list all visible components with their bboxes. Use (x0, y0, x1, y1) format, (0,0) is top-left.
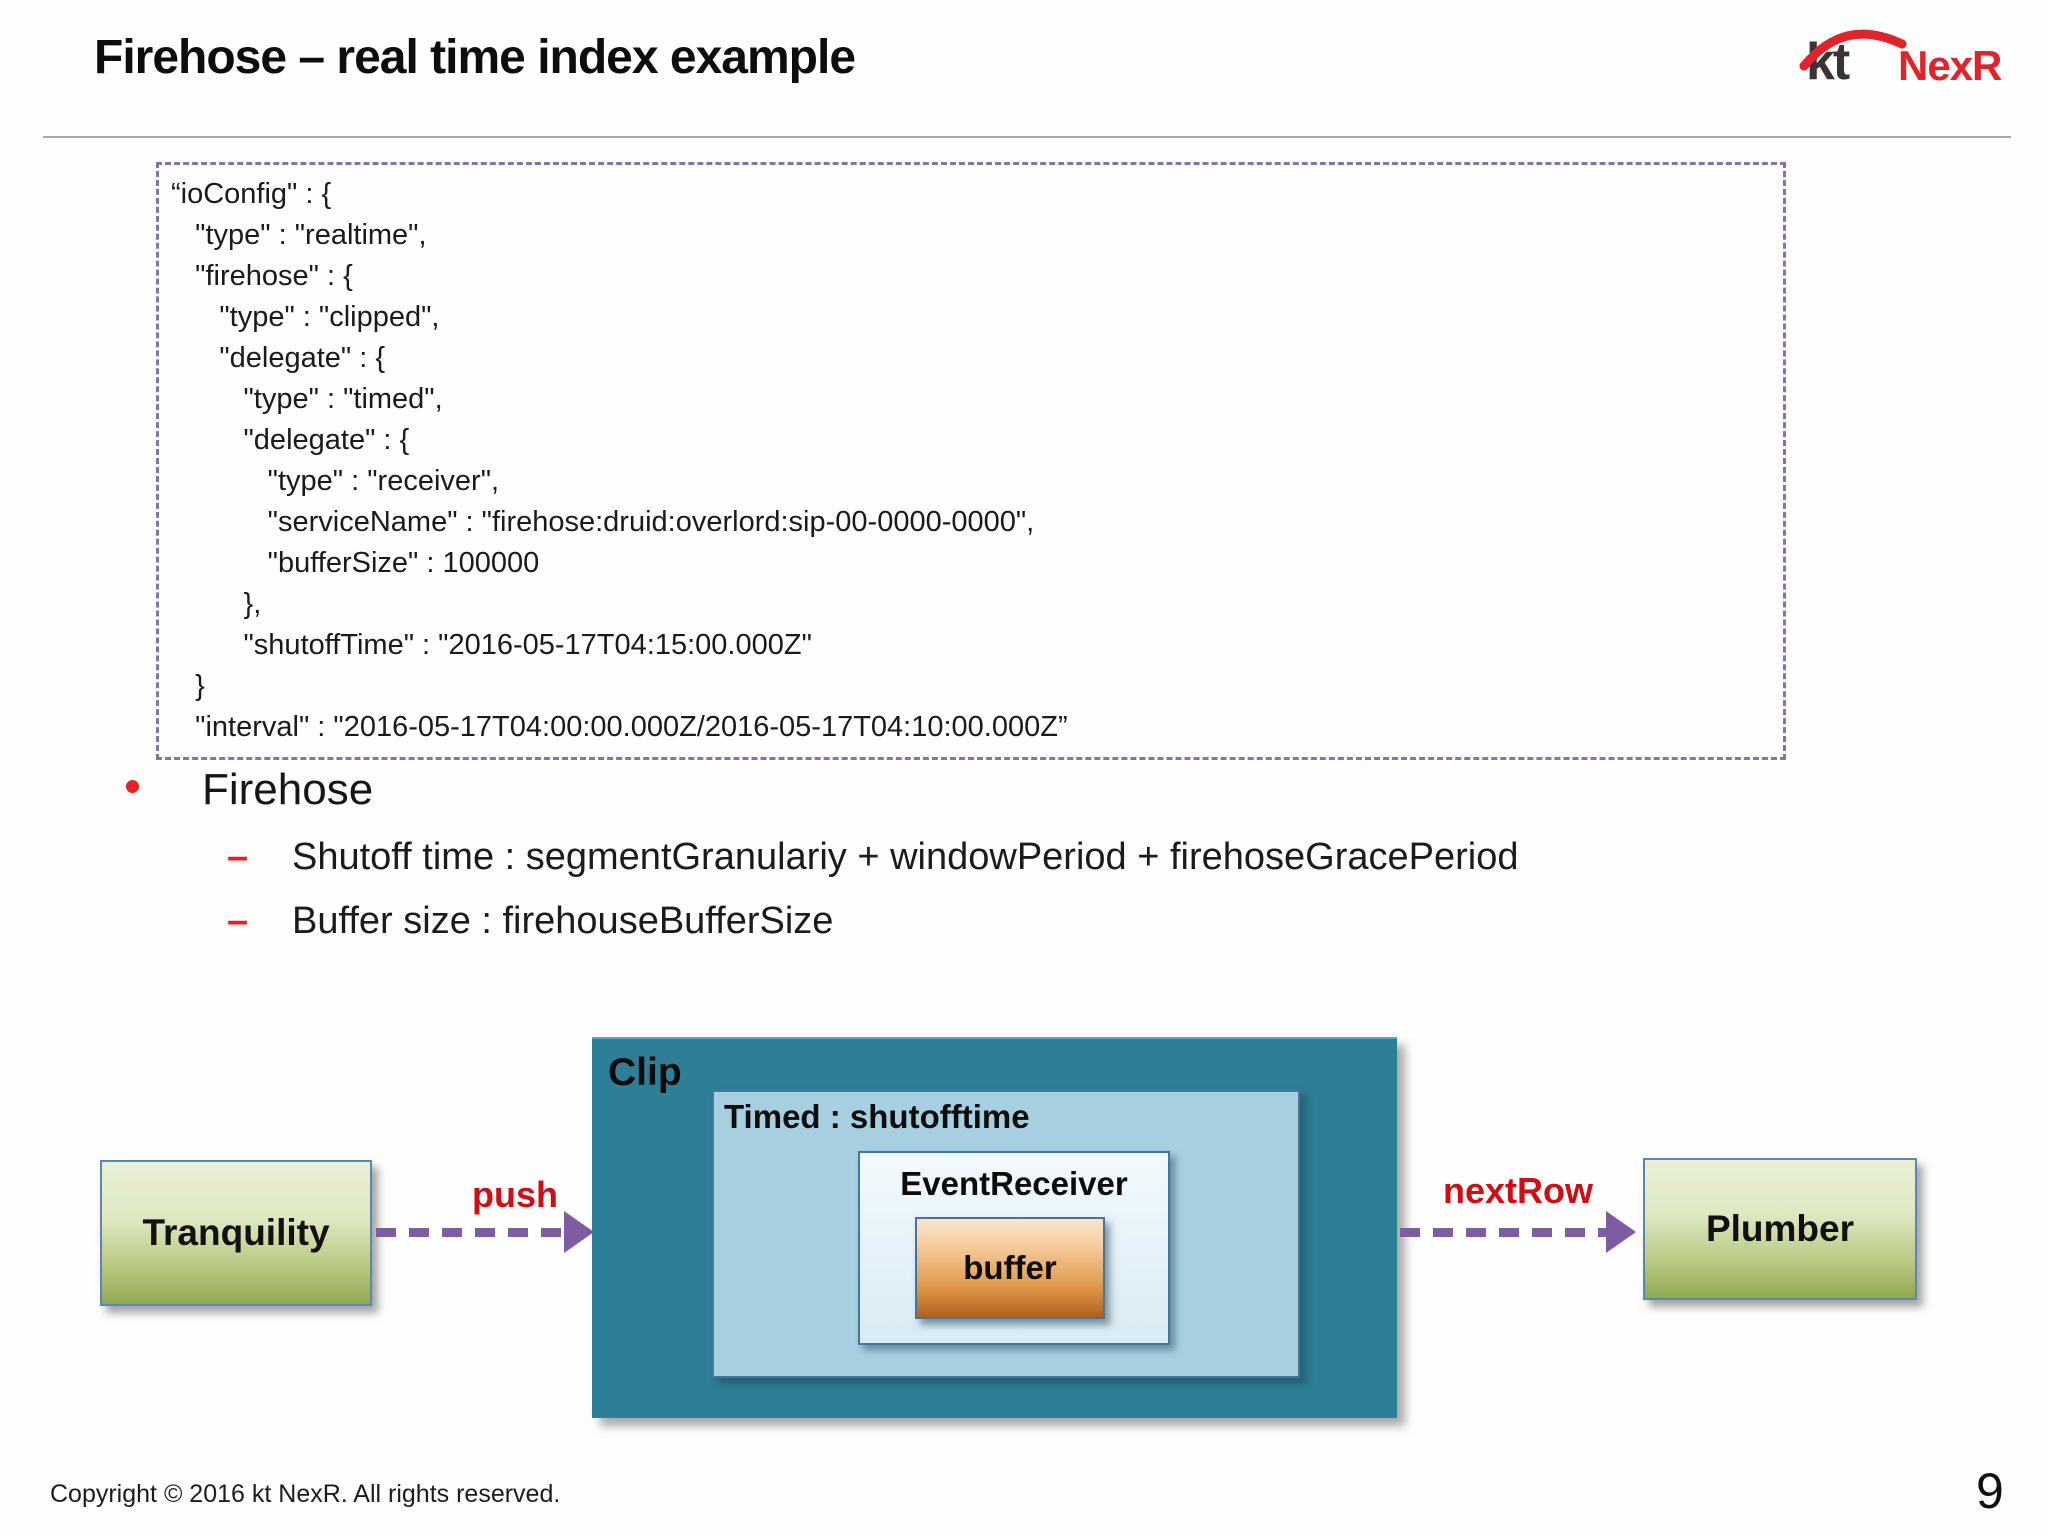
logo-swoosh-icon (1799, 29, 1907, 71)
code-line: “ioConfig" : { (171, 178, 332, 210)
nextrow-arrow-label: nextRow (1442, 1170, 1593, 1211)
code-line: "delegate" : { (171, 424, 410, 456)
tranquility-node: Tranquility (100, 1160, 372, 1306)
bullet-dot-icon (126, 780, 139, 793)
bullet-item-shutoff-time: Shutoff time : segmentGranulariy + windo… (292, 836, 1519, 878)
timed-shutofftime-label: Timed : shutofftime (724, 1098, 1030, 1135)
plumber-node: Plumber (1643, 1158, 1917, 1300)
clip-container: Clip Timed : shutofftime EventReceiver b… (592, 1037, 1397, 1418)
code-line: "type" : "clipped", (171, 301, 440, 333)
page-number: 9 (1976, 1463, 2004, 1519)
event-receiver-label: EventReceiver (900, 1165, 1128, 1202)
logo-nexr-text: NexR (1898, 42, 2002, 89)
copyright-text: Copyright © 2016 kt NexR. All rights res… (50, 1480, 561, 1508)
tranquility-label: Tranquility (142, 1212, 330, 1253)
code-line: "shutoffTime" : "2016-05-17T04:15:00.000… (171, 629, 812, 661)
push-arrow-label: push (472, 1174, 558, 1215)
code-line: "interval" : "2016-05-17T04:00:00.000Z/2… (171, 711, 1068, 743)
dash-bullet-icon: – (227, 836, 249, 878)
dash-bullet-icon: – (227, 900, 249, 942)
bullet-heading: Firehose (202, 765, 374, 814)
buffer-label: buffer (963, 1249, 1057, 1286)
nextrow-arrowhead-icon (1606, 1211, 1636, 1253)
kt-nexr-logo: kt NexR (1799, 28, 2036, 98)
code-line: "type" : "timed", (171, 383, 443, 415)
code-line: } (171, 670, 205, 702)
plumber-label: Plumber (1705, 1208, 1855, 1249)
buffer-box: buffer (915, 1217, 1105, 1319)
nextrow-arrow-line (1400, 1228, 1608, 1237)
code-line: "delegate" : { (171, 342, 386, 374)
clip-label: Clip (608, 1051, 682, 1094)
ioconfig-code-block: “ioConfig" : { "type" : "realtime", "fir… (156, 162, 1786, 760)
push-arrowhead-icon (564, 1211, 594, 1253)
code-line: "type" : "realtime", (171, 219, 427, 251)
code-line: "firehose" : { (171, 260, 353, 292)
code-line: "bufferSize" : 100000 (171, 547, 540, 579)
bullet-item-buffer-size: Buffer size : firehouseBufferSize (292, 900, 834, 942)
event-receiver-container: EventReceiver buffer (858, 1151, 1170, 1345)
timed-container: Timed : shutofftime EventReceiver buffer (712, 1089, 1300, 1378)
title-divider (43, 136, 2011, 138)
page-title: Firehose – real time index example (94, 31, 856, 84)
code-line: "serviceName" : "firehose:druid:overlord… (171, 506, 1035, 538)
code-line: "type" : "receiver", (171, 465, 500, 497)
code-line: }, (171, 588, 262, 620)
push-arrow-line (376, 1228, 566, 1237)
